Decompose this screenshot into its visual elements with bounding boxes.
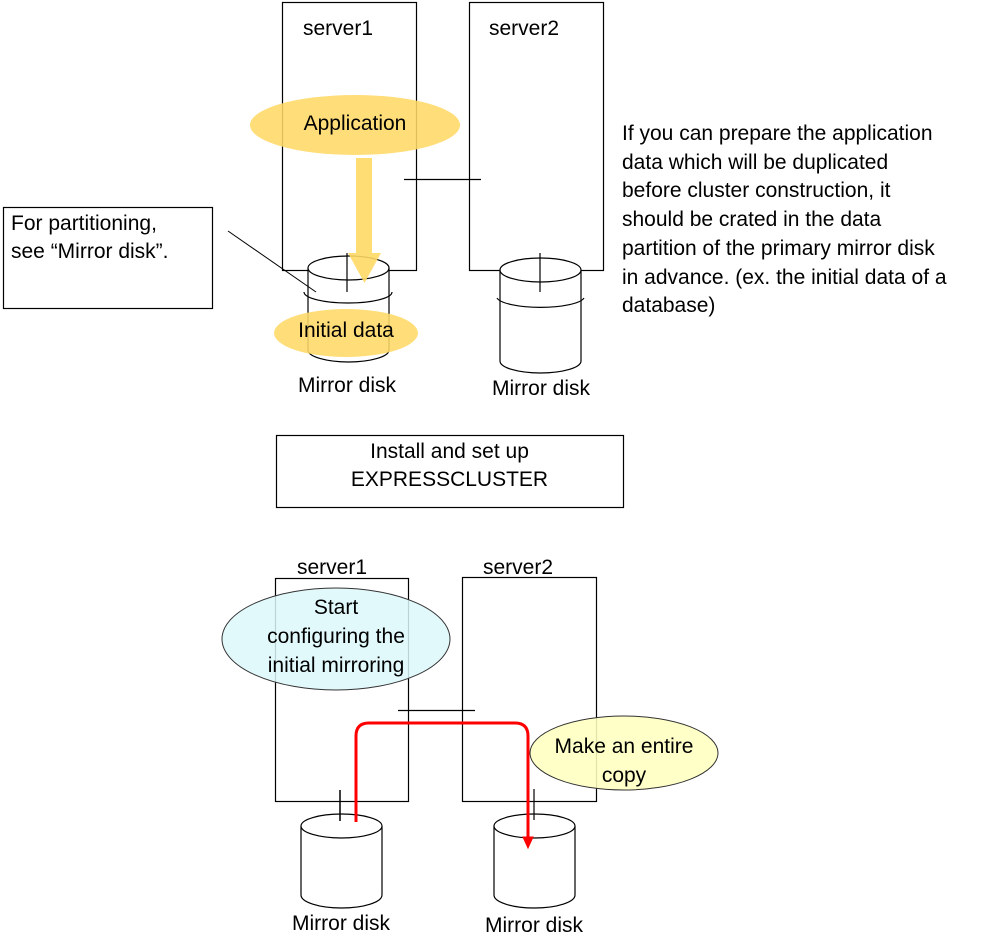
mirror-disk-2-top xyxy=(496,253,585,374)
start-bubble-line-2: configuring the xyxy=(267,625,405,648)
description-line: If you can prepare the application xyxy=(622,122,933,145)
description-line: in advance. (ex. the initial data of a xyxy=(622,265,947,289)
mirror-disk-1-label-top: Mirror disk xyxy=(298,374,396,397)
mirror-disk-1-bottom xyxy=(300,790,383,909)
application-bubble xyxy=(250,95,460,155)
description-line: should be crated in the data xyxy=(622,208,882,232)
server1-label-top: server1 xyxy=(303,17,374,40)
server1-box-bottom xyxy=(274,577,410,803)
server2-label-top: server2 xyxy=(489,17,560,40)
mirror-disk-1-label-bottom: Mirror disk xyxy=(292,912,390,935)
description-paragraph: If you can prepare the application data … xyxy=(622,120,947,321)
server2-label-bottom: server2 xyxy=(483,556,554,579)
start-bubble-line-3: initial mirroring xyxy=(267,654,405,677)
copy-arrow xyxy=(354,721,534,850)
write-arrow xyxy=(348,158,381,283)
note-box xyxy=(2,206,214,310)
server2-box-top xyxy=(468,1,605,272)
mirror-disk-2-label-bottom: Mirror disk xyxy=(485,914,583,937)
callout-line xyxy=(227,230,317,293)
start-mirroring-bubble xyxy=(221,587,451,691)
initial-data-label: Initial data xyxy=(298,319,394,342)
description-line: data which will be duplicated xyxy=(622,150,889,174)
step-box xyxy=(275,434,625,509)
copy-bubble-line-2: copy xyxy=(601,764,647,787)
note-line-2: see “Mirror disk”. xyxy=(11,240,169,263)
start-bubble-line-1: Start xyxy=(313,596,359,619)
description-line: partition of the primary mirror disk xyxy=(622,236,935,260)
note-line-1: For partitioning, xyxy=(11,212,157,235)
make-copy-bubble xyxy=(529,715,719,791)
description-line: database) xyxy=(622,294,716,318)
initial-data-bubble xyxy=(274,309,418,357)
description-line: before cluster construction, it xyxy=(622,179,891,203)
copy-bubble-line-1: Make an entire xyxy=(554,735,694,758)
server1-label-bottom: server1 xyxy=(297,556,368,579)
application-label: Application xyxy=(303,112,407,135)
mirror-disk-2-label-top: Mirror disk xyxy=(492,377,590,400)
step-line-2: EXPRESSCLUSTER xyxy=(350,468,549,491)
mirror-disk-2-bottom xyxy=(493,789,576,909)
step-line-1: Install and set up xyxy=(370,440,529,463)
